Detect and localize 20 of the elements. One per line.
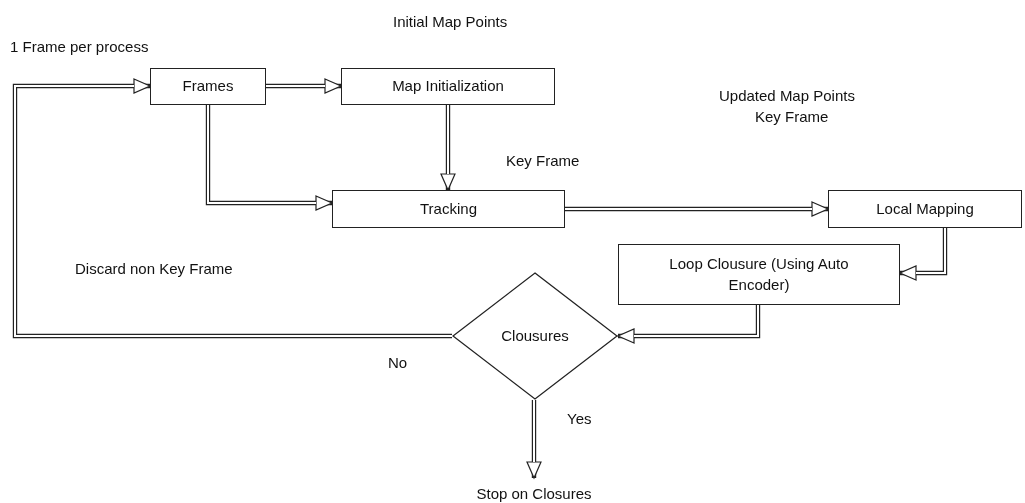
edge-label: Yes	[567, 410, 592, 427]
annotation-text: Updated Map Points	[719, 87, 855, 104]
node-label: Frames	[182, 76, 234, 97]
node-label: Map Initialization	[392, 76, 504, 97]
annotation-text: Key Frame	[506, 152, 580, 169]
node-label: Clousures	[501, 325, 569, 346]
node-label: Local Mapping	[876, 198, 974, 219]
node-label: Loop Clousure (Using Auto Encoder)	[668, 254, 850, 295]
annotation-text: Key Frame	[755, 108, 829, 125]
process-box	[150, 68, 266, 105]
end-label: Stop on Closures	[476, 483, 592, 503]
process-box	[828, 190, 1022, 228]
process-box	[618, 244, 900, 305]
process-box	[341, 68, 555, 105]
process-box	[332, 190, 565, 228]
annotation-text: Initial Map Points	[393, 13, 508, 30]
node-label: Tracking	[420, 198, 477, 219]
annotation-text: 1 Frame per process	[10, 38, 149, 55]
edge-label: No	[388, 354, 408, 371]
annotation-text: Discard non Key Frame	[75, 260, 233, 277]
